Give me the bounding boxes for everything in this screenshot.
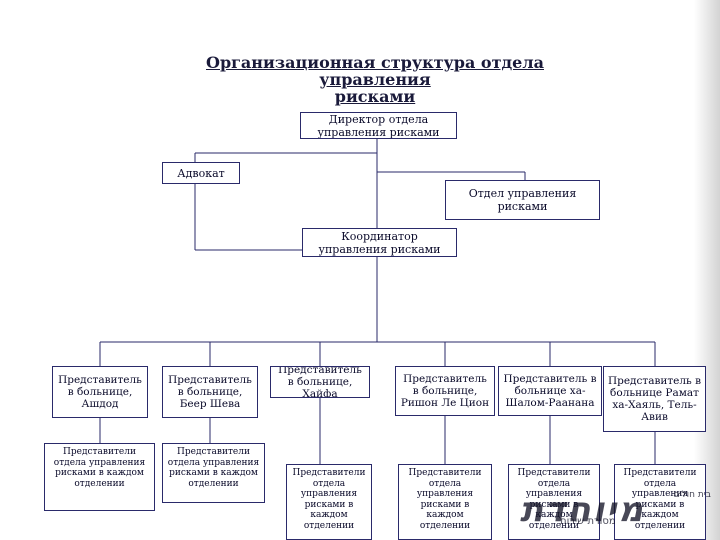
- chart-title: Организационная структура отдела управле…: [150, 54, 600, 105]
- dept-reps-label: Представители отдела управления рисками …: [53, 447, 146, 489]
- hospital-rep-rishon: Представитель в больнице, Ришон Ле Цион: [395, 366, 495, 416]
- hospital-rep-ashdod: Представитель в больнице, Ашдод: [52, 366, 148, 418]
- hospital-rep-beer-sheva: Представитель в больнице, Беер Шева: [162, 366, 258, 418]
- hospital-rep-ha-shalom: Представитель в больнице ха-Шалом-Раанан…: [498, 366, 602, 416]
- director-box: Директор отдела управления рисками: [300, 112, 457, 139]
- hospital-rep-haifa: Представитель в больнице, Хайфа: [270, 366, 370, 398]
- dept-reps-label: Представители отдела управления рисками …: [517, 468, 591, 531]
- hospital-rep-ramat: Представитель в больнице Рамат ха-Хаяль,…: [603, 366, 706, 432]
- hospital-rep-label: Представитель в больнице ха-Шалом-Раанан…: [503, 373, 597, 409]
- dept-reps-haifa: Представители отдела управления рисками …: [286, 464, 372, 540]
- dept-reps-ashdod: Представители отдела управления рисками …: [44, 443, 155, 511]
- hospital-rep-label: Представитель в больнице Рамат ха-Хаяль,…: [607, 375, 702, 423]
- hospital-rep-label: Представитель в больнице, Ашдод: [58, 374, 142, 410]
- dept-reps-rishon: Представители отдела управления рисками …: [398, 464, 492, 540]
- lawyer-box: Адвокат: [162, 162, 240, 184]
- coordinator-box: Координатор управления рисками: [302, 228, 457, 257]
- dept-reps-ha-shalom: Представители отдела управления рисками …: [508, 464, 600, 540]
- risk-department-box: Отдел управления рисками: [445, 180, 600, 220]
- title-line-2: рисками: [334, 87, 416, 106]
- slide-edge-shadow: [694, 0, 720, 540]
- risk-department-label: Отдел управления рисками: [468, 187, 577, 213]
- dept-reps-ramat: Представители отдела управления рисками …: [614, 464, 706, 540]
- hospital-logo: מיוחדת בית חולים מסורת שירות: [520, 490, 715, 538]
- dept-reps-label: Представители отдела управления рисками …: [292, 468, 366, 531]
- logo-small-text: בית חולים: [673, 490, 711, 500]
- coordinator-label: Координатор управления рисками: [318, 229, 441, 256]
- dept-reps-beer-sheva: Представители отдела управления рисками …: [162, 443, 265, 503]
- hospital-rep-label: Представитель в больнице, Хайфа: [278, 366, 362, 398]
- dept-reps-label: Представители отдела управления рисками …: [623, 468, 697, 531]
- title-line-1: Организационная структура отдела управле…: [206, 53, 544, 89]
- logo-sub-text: מסורת שירות: [560, 516, 616, 527]
- lawyer-label: Адвокат: [177, 166, 225, 180]
- dept-reps-label: Представители отдела управления рисками …: [167, 447, 260, 489]
- logo-mark: מיוחדת: [520, 490, 645, 530]
- hospital-rep-label: Представитель в больнице, Беер Шева: [168, 374, 252, 410]
- director-label: Директор отдела управления рисками: [317, 112, 440, 139]
- hospital-rep-label: Представитель в больнице, Ришон Ле Цион: [400, 373, 490, 409]
- dept-reps-label: Представители отдела управления рисками …: [408, 468, 482, 531]
